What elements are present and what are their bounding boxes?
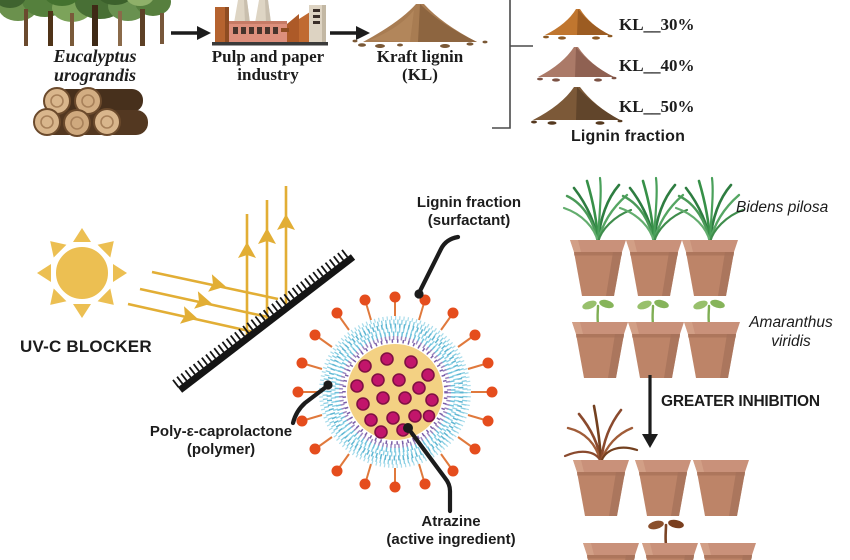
eucalyptus-trees-icon — [0, 0, 171, 46]
surfactant-heads — [292, 291, 498, 493]
log-pile-icon — [33, 87, 148, 137]
inhibited-pots-row1 — [563, 404, 749, 516]
surfactant-label: Lignin fraction(surfactant) — [416, 194, 522, 229]
arrow-greater-inhibition — [642, 375, 658, 448]
lignin-corona — [319, 316, 471, 468]
label-pointers — [290, 234, 461, 514]
sun-icon — [37, 228, 127, 318]
atrazine-label: Atrazine(active ingredient) — [386, 513, 516, 548]
kraft-lignin-label: Kraft lignin(KL) — [376, 47, 464, 84]
greater-inhibition-label: GREATER INHIBITION — [661, 393, 820, 410]
kraft-lignin-pile-icon — [352, 4, 488, 48]
uvc-blocker-label: UV-C BLOCKER — [20, 337, 152, 356]
nanoparticle-micelle-icon — [292, 291, 498, 493]
atrazine-dots — [350, 352, 439, 439]
amaranthus-pots-row — [572, 297, 740, 378]
fraction-pile-30-icon — [543, 9, 613, 40]
polymer-label: Poly-ε-caprolactone(polymer) — [149, 423, 293, 458]
bidens-pilosa-label: Bidens pilosa — [736, 199, 829, 216]
fraction-pile-40-icon — [537, 47, 617, 82]
factory-icon — [212, 0, 328, 46]
fraction-30-label: KL__30% — [619, 15, 695, 34]
uv-rays-reflected — [238, 186, 295, 338]
inhibited-pots-row2 — [583, 517, 756, 560]
arrow-industry-to-kraft — [330, 26, 370, 40]
lignin-fraction-caption: Lignin fraction — [570, 128, 686, 145]
fraction-40-label: KL__40% — [619, 56, 695, 75]
fraction-bracket — [492, 0, 533, 129]
fraction-50-label: KL__50% — [619, 97, 695, 116]
bidens-pots-row — [562, 176, 745, 296]
uvc-blocker-bar-icon — [172, 247, 356, 393]
arrow-trees-to-industry — [171, 26, 211, 40]
fraction-pile-50-icon — [531, 87, 623, 125]
